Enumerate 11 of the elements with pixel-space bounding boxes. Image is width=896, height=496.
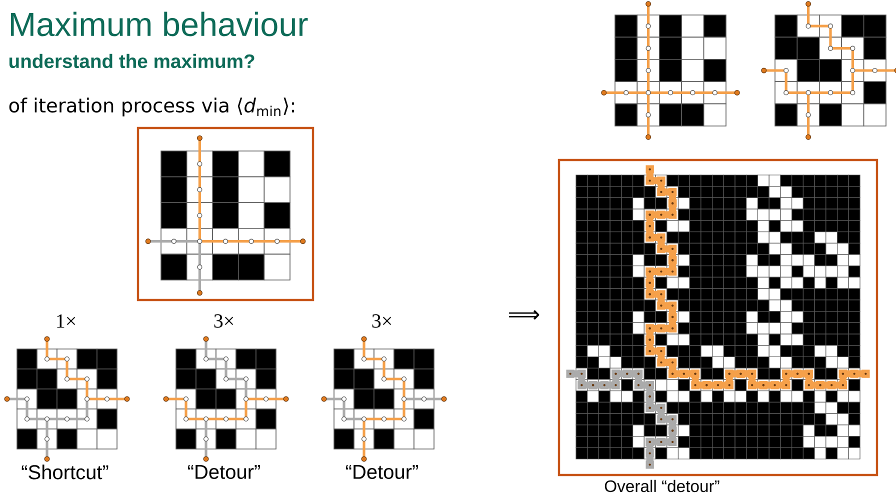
body-text: of iteration process via ⟨d$_{min}$⟩: — [9, 98, 294, 116]
count-label: 3× — [214, 314, 234, 328]
slide-title: Maximum behaviour — [11, 12, 308, 36]
grid-caption: “Shortcut” — [22, 464, 108, 480]
count-label: 1× — [57, 314, 76, 328]
subtitle: understand the maximum? — [9, 54, 254, 68]
grid-caption: Overall “detour” — [604, 480, 720, 492]
grid-caption: “Detour” — [346, 465, 418, 479]
grid-caption: “Detour” — [188, 465, 260, 479]
implies-arrow: ⟹ — [509, 310, 540, 320]
count-label: 3× — [372, 314, 392, 328]
